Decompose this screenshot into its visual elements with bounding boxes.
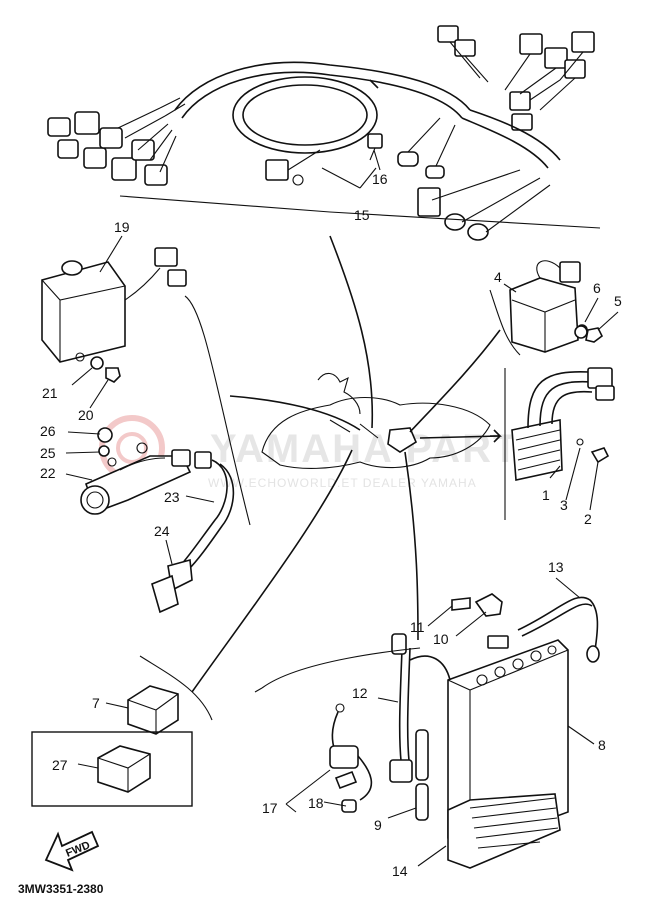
callout-19: 19: [114, 219, 130, 235]
wire-starter-route: [409, 329, 501, 433]
callout-20: 20: [78, 407, 94, 423]
diagram-code: 3MW3351-2380: [18, 882, 104, 896]
wire-relay-route: [191, 449, 353, 693]
callout-10: 10: [433, 631, 449, 647]
callout-9: 9: [374, 817, 382, 833]
callout-labels: 1 2 3 4 5 6 7 8 9 10 11 12 13 14 15 16 1…: [40, 171, 622, 879]
callout-23: 23: [164, 489, 180, 505]
fuse-holder: [329, 703, 373, 813]
callout-7: 7: [92, 695, 100, 711]
starter-relay: [509, 260, 588, 353]
callout-22: 22: [40, 465, 56, 481]
callout-27: 27: [52, 757, 68, 773]
high-tension-lead: [179, 459, 228, 567]
flasher-relay-box: [31, 731, 193, 807]
relay-bracket-line: [489, 289, 521, 356]
callout-12: 12: [352, 685, 368, 701]
relay-7: [127, 685, 179, 735]
callout-17: 17: [262, 800, 278, 816]
frame-outline: [261, 372, 502, 469]
flasher-relay: [97, 745, 151, 793]
callout-3: 3: [560, 497, 568, 513]
breather-tube: [415, 729, 429, 781]
callout-1: 1: [542, 487, 550, 503]
relay-bracket-line-7: [139, 655, 213, 721]
callout-15: 15: [354, 207, 370, 223]
watermark-subtitle: WWW.ECHOWORLD.ET DEALER YAMAHA: [208, 476, 477, 490]
leader-lines: [65, 149, 619, 867]
screw-part: [105, 367, 121, 383]
callout-8: 8: [598, 737, 606, 753]
cdi-unit: [41, 247, 187, 363]
callout-6: 6: [593, 280, 601, 296]
callout-13: 13: [548, 559, 564, 575]
washer-part: [90, 356, 104, 370]
wire-battery-route: [404, 451, 419, 641]
wire-cdi-route: [229, 395, 361, 431]
watermark-title: YAMAHA PARTS: [210, 427, 548, 471]
bolt-11: [451, 597, 471, 611]
nut-5: [585, 327, 604, 343]
cdi-bracket-line: [184, 295, 251, 526]
positive-lead: [398, 649, 403, 771]
harness-bracket-line: [119, 195, 601, 229]
callout-11: 11: [410, 619, 425, 635]
rectifier-regulator: [511, 367, 615, 481]
callout-18: 18: [308, 795, 324, 811]
negative-lead: [517, 596, 599, 651]
fwd-arrow-icon: FWD: [44, 830, 100, 872]
wire-harness: [47, 25, 595, 241]
callout-24: 24: [154, 523, 170, 539]
battery-cover: [447, 793, 561, 869]
ignition-coil: [80, 427, 212, 515]
callout-16: 16: [372, 171, 388, 187]
callout-21: 21: [42, 385, 58, 401]
battery-bracket-line: [261, 647, 421, 689]
callout-5: 5: [614, 293, 622, 309]
callout-25: 25: [40, 445, 56, 461]
callout-4: 4: [494, 269, 502, 285]
callout-2: 2: [584, 511, 592, 527]
battery-band: [474, 593, 503, 617]
callout-26: 26: [40, 423, 56, 439]
washer-6: [574, 325, 588, 339]
callout-14: 14: [392, 863, 408, 879]
wire-harness-route: [329, 235, 374, 429]
